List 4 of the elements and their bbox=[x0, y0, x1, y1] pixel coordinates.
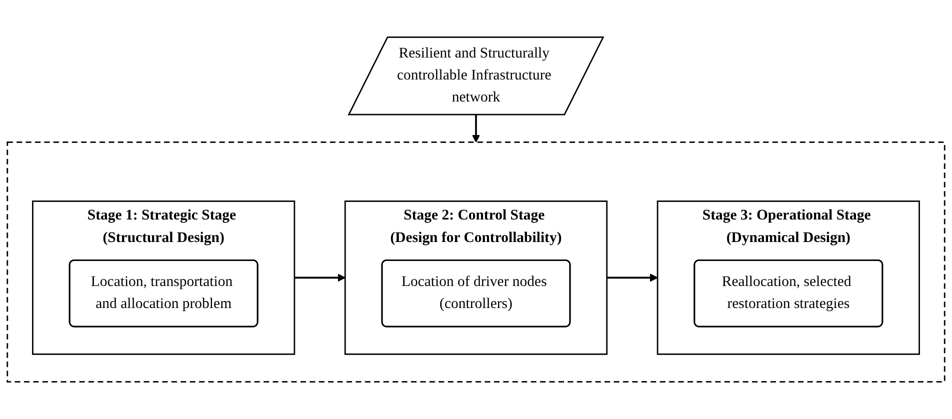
arrow bbox=[472, 114, 480, 143]
arrow bbox=[606, 274, 658, 282]
cluster bbox=[6, 142, 946, 383]
arrow bbox=[294, 274, 346, 282]
